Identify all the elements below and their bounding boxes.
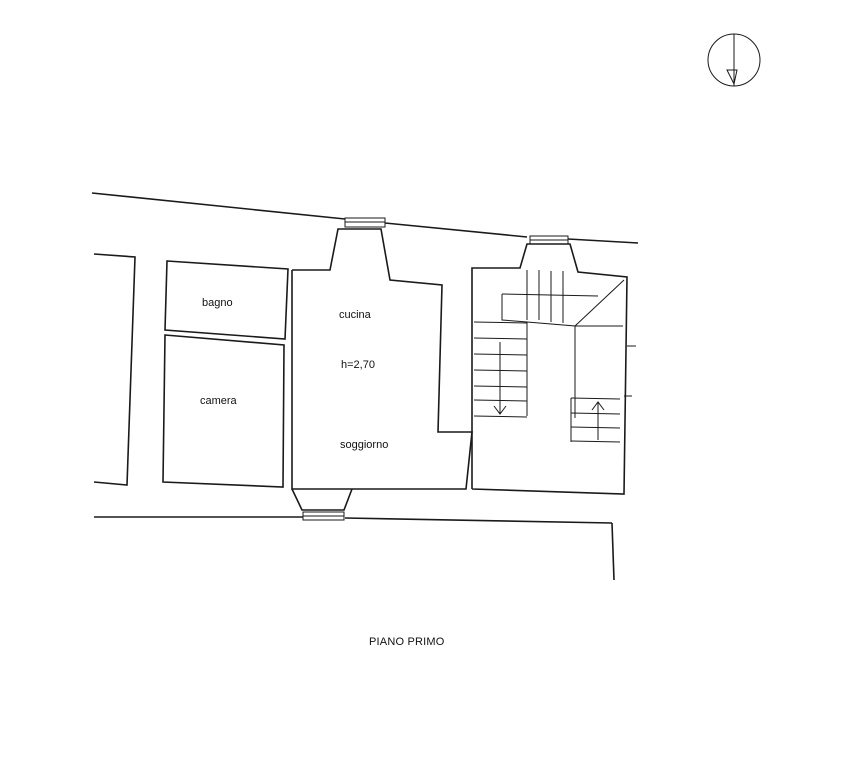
label-cucina: cucina xyxy=(339,309,372,321)
window-top-kitchen xyxy=(344,217,386,228)
window-stairwell xyxy=(529,235,569,245)
room-camera xyxy=(162,334,285,488)
plan-caption: PIANO PRIMO xyxy=(369,636,445,648)
label-bagno: bagno xyxy=(202,297,233,309)
stairwell xyxy=(471,235,636,495)
room-cucina-soggiorno xyxy=(291,217,473,521)
label-soggiorno: soggiorno xyxy=(340,439,388,451)
north-arrow-icon xyxy=(707,33,761,87)
outer-boundary-lines xyxy=(91,192,639,581)
label-camera: camera xyxy=(200,395,238,407)
left-wall xyxy=(93,253,136,486)
label-ceiling-height: h=2,70 xyxy=(341,359,375,371)
room-bagno xyxy=(164,260,289,340)
window-bottom-living xyxy=(302,511,345,521)
